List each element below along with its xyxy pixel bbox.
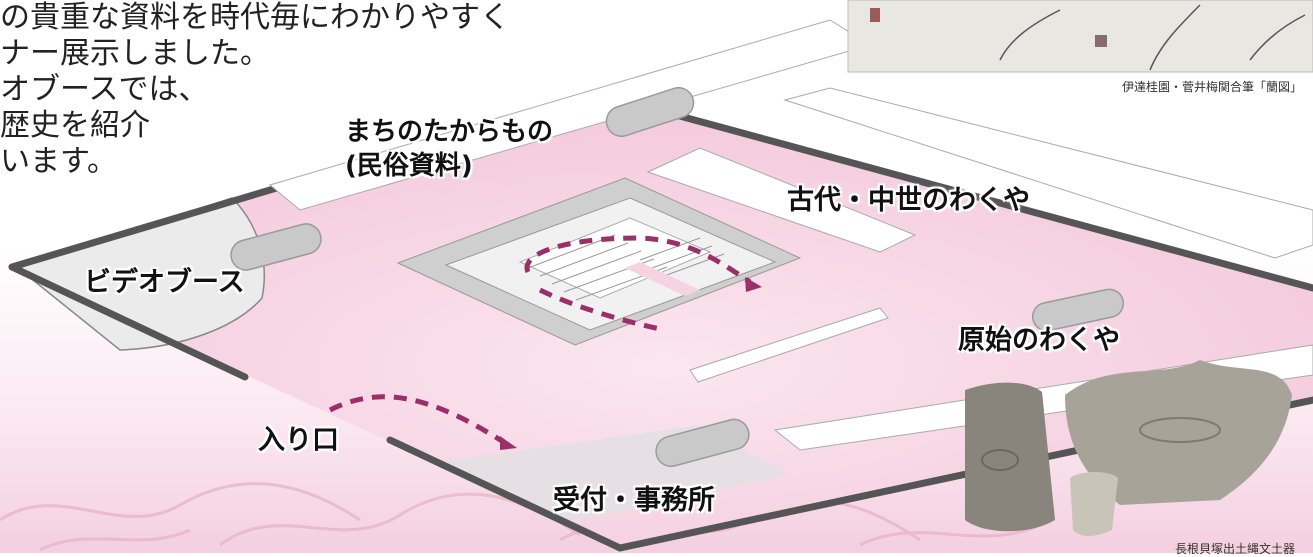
intro-line: ナー展示しました。 xyxy=(0,36,270,71)
display-cases xyxy=(268,19,1313,451)
route-arrow-head-stair xyxy=(745,277,762,292)
label-folk-line1: まちのたからもの xyxy=(345,117,554,147)
label-ancient-medieval: 古代・中世のわくや xyxy=(787,185,1030,216)
intro-text: の貴重な資料を時代毎にわかりやすく ナー展示しました。 オブースでは、 歴史を紹… xyxy=(0,0,580,180)
label-video-booth: ビデオブース xyxy=(84,267,245,298)
intro-line: の貴重な資料を時代毎にわかりやすく xyxy=(0,0,510,35)
painting-photo xyxy=(847,0,1313,73)
benches xyxy=(230,86,1125,468)
label-primitive: 原始のわくや xyxy=(958,325,1120,356)
label-reception: 受付・事務所 xyxy=(553,485,715,516)
intro-line: 歴史を紹介 xyxy=(0,108,150,143)
route-arrow-head-entrance xyxy=(500,436,517,450)
intro-line: います。 xyxy=(0,144,117,179)
label-entrance: 入り口 xyxy=(258,425,339,456)
stair-well xyxy=(396,177,802,346)
display-case-center-bar xyxy=(689,307,889,383)
display-case-right-upper xyxy=(783,87,1313,259)
label-folk-line2: (民俗資料) xyxy=(345,151,473,181)
painting-detail xyxy=(870,4,1306,71)
route-stair-lower xyxy=(538,287,666,333)
pottery-photo xyxy=(965,360,1292,536)
display-case-center xyxy=(646,147,917,253)
label-folk-treasures: まちのたからもの (民俗資料) xyxy=(345,115,553,183)
video-booth-area xyxy=(16,197,265,351)
route-arrows xyxy=(328,235,752,446)
route-entrance xyxy=(328,394,507,446)
intro-line: オブースでは、 xyxy=(0,72,209,107)
caption-painting: 伊達桂園・菅井梅関合筆「蘭図」 xyxy=(1122,80,1303,94)
caption-pottery: 長根貝塚出土縄文土器 xyxy=(1175,542,1296,556)
